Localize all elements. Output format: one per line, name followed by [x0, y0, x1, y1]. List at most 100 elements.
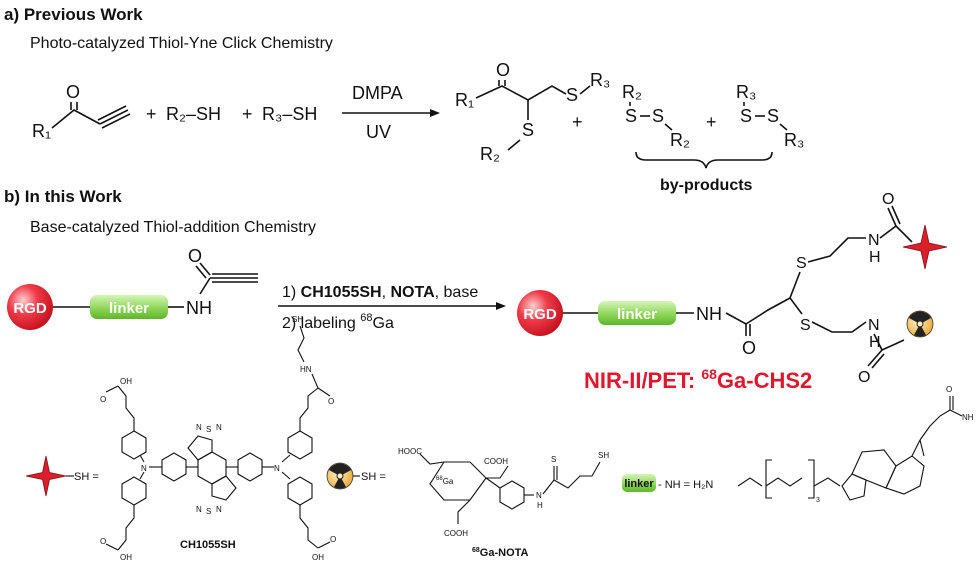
product-o: O: [496, 60, 510, 80]
condition-uv: UV: [366, 122, 391, 142]
atom-r1: R₁: [32, 121, 51, 141]
ch-sh: SH: [292, 315, 303, 324]
linker-o: O: [946, 385, 952, 394]
product-r2: R₂: [480, 144, 500, 164]
ch1055sh-structure: N S N N S N N N OH O OH O O: [100, 315, 336, 562]
ch-o-1: O: [100, 395, 106, 404]
nota-ga: 68Ga: [436, 476, 454, 486]
nota-cooh: COOH: [484, 457, 508, 466]
legend-linker-eq: - NH = H₂N: [658, 479, 713, 491]
reaction-arrow-b: [278, 302, 506, 310]
product-r1: R₁: [455, 90, 474, 110]
rgd-sphere: [7, 284, 53, 330]
linker-nh2: NH: [962, 413, 974, 422]
product-n-top: N: [868, 232, 880, 249]
product-o: O: [742, 338, 756, 358]
atom-o: O: [66, 82, 80, 102]
ch-n-left: N: [141, 464, 147, 473]
product-s-bottom: S: [522, 120, 534, 140]
ch-oh-4: OH: [312, 553, 324, 562]
product-r3: R₃: [590, 70, 610, 90]
rgd-linker-ynamide: RGD linker NH O: [7, 246, 258, 330]
legend-radiation-icon: [326, 462, 354, 490]
nota-cooh2: COOH: [444, 529, 468, 538]
plus-4: +: [706, 112, 717, 132]
product-nh: NH: [696, 304, 722, 324]
ch1055sh-name: CH1055SH: [180, 539, 236, 551]
product-o-top: O: [882, 191, 894, 208]
ch-o-3: O: [328, 397, 334, 406]
step-2: 2) labeling 68Ga: [282, 312, 394, 332]
radiation-icon: [906, 310, 934, 338]
section-a-subtitle: Photo-catalyzed Thiol-Yne Click Chemistr…: [30, 35, 333, 52]
linker-label: linker: [109, 300, 149, 317]
ch-nh: HN: [300, 365, 312, 374]
legend-linker-label: linker: [624, 478, 654, 490]
plus-2: +: [242, 104, 253, 124]
ynone-reactant: R₁ O: [32, 82, 131, 141]
product-n-bottom: N: [868, 317, 880, 334]
rgd-label: RGD: [13, 300, 47, 317]
nota-s: S: [551, 455, 556, 464]
product-s1: S: [796, 255, 807, 272]
section-b-subtitle: Base-catalyzed Thiol-addition Chemistry: [30, 219, 316, 236]
atom-o-b: O: [188, 246, 202, 266]
ch-oh-2: OH: [120, 553, 132, 562]
ch-n3: N: [196, 505, 202, 514]
thiol-yne-product: R₁ O S R₃ S R₂: [455, 60, 610, 164]
product-s-top: S: [566, 85, 578, 105]
ch-oh-1: OH: [120, 377, 132, 386]
nota-nh: N: [536, 491, 542, 500]
product-rgd-sphere: [517, 290, 563, 336]
ch-o-2: O: [100, 537, 106, 546]
bp1-s1: S: [625, 106, 637, 126]
product-h-top: H: [869, 249, 881, 266]
reactant-r3sh: R₃–SH: [262, 104, 317, 124]
nota-hooc: HOOC: [398, 447, 422, 456]
reactant-r2sh: R₂–SH: [166, 104, 221, 124]
legend-sh-eq-1: SH =: [74, 471, 99, 483]
nota-h: H: [537, 501, 543, 510]
nota-sh: SH: [598, 451, 609, 460]
ch-o-4: O: [330, 535, 336, 544]
bp2-s2: S: [767, 106, 779, 126]
legend-star-icon: [25, 455, 67, 497]
linker-n-sub: 3: [816, 497, 820, 504]
bp2-r3: R₃: [736, 82, 756, 102]
section-a-heading: a) Previous Work: [4, 5, 143, 24]
bp2-s1: S: [740, 106, 752, 126]
condition-dmpa: DMPA: [352, 83, 403, 103]
byproduct-r3-disulfide: R₃ S S R₃: [736, 82, 804, 150]
product-linker-box: [598, 301, 676, 325]
bp1-s2: S: [652, 106, 664, 126]
plus-1: +: [146, 104, 157, 124]
byproducts-label: by-products: [660, 177, 753, 194]
linker-definition: linker - NH = H₂N 3 O NH: [622, 385, 974, 504]
product-o-bottom: O: [858, 369, 870, 386]
product-h-bottom: H: [869, 334, 881, 351]
reaction-arrow-a: [342, 109, 440, 117]
atom-nh: NH: [186, 298, 212, 318]
ch-n-right: N: [274, 464, 280, 473]
product-s2: S: [800, 317, 811, 334]
linker-box: [90, 295, 168, 319]
byproduct-r2-disulfide: R₂ S S R₂: [622, 82, 690, 150]
bp2-r3b: R₃: [784, 130, 804, 150]
bp1-r2: R₂: [622, 82, 642, 102]
ch-s-bottom: S: [206, 507, 211, 516]
dual-probe-product: RGD linker NH O S N H O S N H O: [517, 191, 913, 386]
nir-fluorophore-star-icon: [902, 224, 948, 270]
bp1-r2b: R₂: [670, 130, 690, 150]
ga-nota-structure: HOOC COOH 68Ga COOH N H S SH: [398, 447, 609, 538]
product-rgd-label: RGD: [523, 306, 557, 323]
legend-sh-eq-2: SH =: [361, 471, 386, 483]
ch-s-top: S: [206, 425, 211, 434]
step-1: 1) CH1055SH, NOTA, base: [282, 284, 478, 301]
nota-name: 68Ga-NOTA: [472, 547, 529, 559]
section-b-heading: b) In this Work: [4, 187, 122, 206]
ch-n4: N: [216, 505, 222, 514]
legend-linker-box: [622, 474, 656, 492]
byproducts-brace: [635, 151, 773, 169]
ch-n1: N: [196, 423, 202, 432]
